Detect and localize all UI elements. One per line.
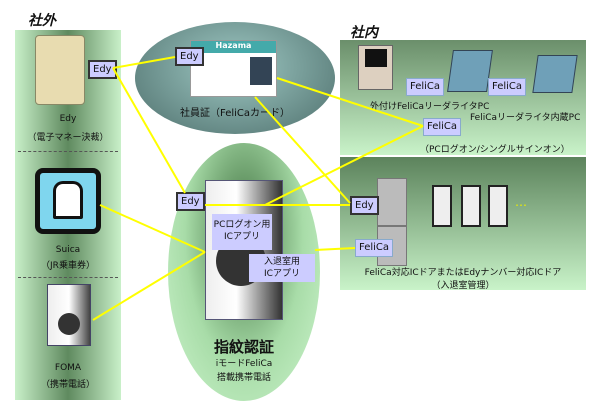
door-icon (432, 185, 452, 227)
link-line (264, 125, 424, 206)
card-edy-badge: Edy (175, 47, 204, 66)
felica-badge-pc1: FeliCa (406, 78, 445, 96)
card-brand: Hazama (191, 41, 276, 53)
link-line (254, 96, 351, 204)
link-line (276, 77, 424, 127)
phone-edy-badge: Edy (176, 192, 205, 211)
link-line (112, 67, 186, 194)
edy-badge: Edy (88, 60, 117, 79)
link-line (99, 204, 206, 253)
outside-title: 社外 (28, 13, 56, 29)
door-desc: （入退室管理） (431, 281, 495, 291)
door-reader-icon (377, 178, 407, 226)
shop-illustration (35, 35, 85, 105)
door-felica-badge: FeliCa (355, 239, 394, 257)
felica-badge-pc2: FeliCa (488, 78, 527, 96)
phone-title: 指紋認証 (213, 338, 274, 356)
pc1-label: 外付けFeliCaリーダライタPC (370, 102, 490, 112)
edy-label: Edy (59, 114, 77, 124)
divider (18, 277, 118, 278)
divider (18, 151, 118, 152)
suica-label: Suica (55, 245, 81, 255)
link-line (112, 56, 176, 69)
door-caption: FeliCa対応ICドアまたはEdyナンバー対応ICドア (364, 268, 562, 278)
train-icon (35, 168, 101, 234)
felica-badge-pc-logon: FeliCa (423, 118, 462, 136)
room-access-app: 入退室用 ICアプリ (249, 254, 315, 282)
phone-sub1: iモードFeliCa (215, 359, 273, 369)
foma-desc: （携帯電話） (40, 380, 95, 390)
desktop-pc-icon (358, 45, 393, 90)
inside-title: 社内 (350, 25, 378, 41)
edy-desc: （電子マネー決裁） (27, 133, 109, 143)
foma-phone-image (47, 284, 91, 346)
foma-label: FOMA (54, 363, 82, 373)
suica-desc: （JR乗車券） (41, 261, 95, 271)
door-edy-badge: Edy (350, 196, 379, 215)
door-icon (461, 185, 481, 227)
pc-logon-app: PCログオン用 ICアプリ (212, 214, 272, 250)
link-line (92, 251, 206, 321)
door-icon (488, 185, 508, 227)
employee-id-card: Hazama (190, 40, 277, 97)
more-doors: … (515, 195, 527, 209)
link-line (314, 247, 356, 251)
pc-desc: （PCログオン/シングルサインオン） (420, 145, 570, 155)
pc2-label: FeliCaリーダライタ内蔵PC (470, 113, 581, 123)
phone-sub2: 搭載携帯電話 (216, 373, 271, 383)
card-caption: 社員証（FeliCaカード） (180, 108, 291, 119)
